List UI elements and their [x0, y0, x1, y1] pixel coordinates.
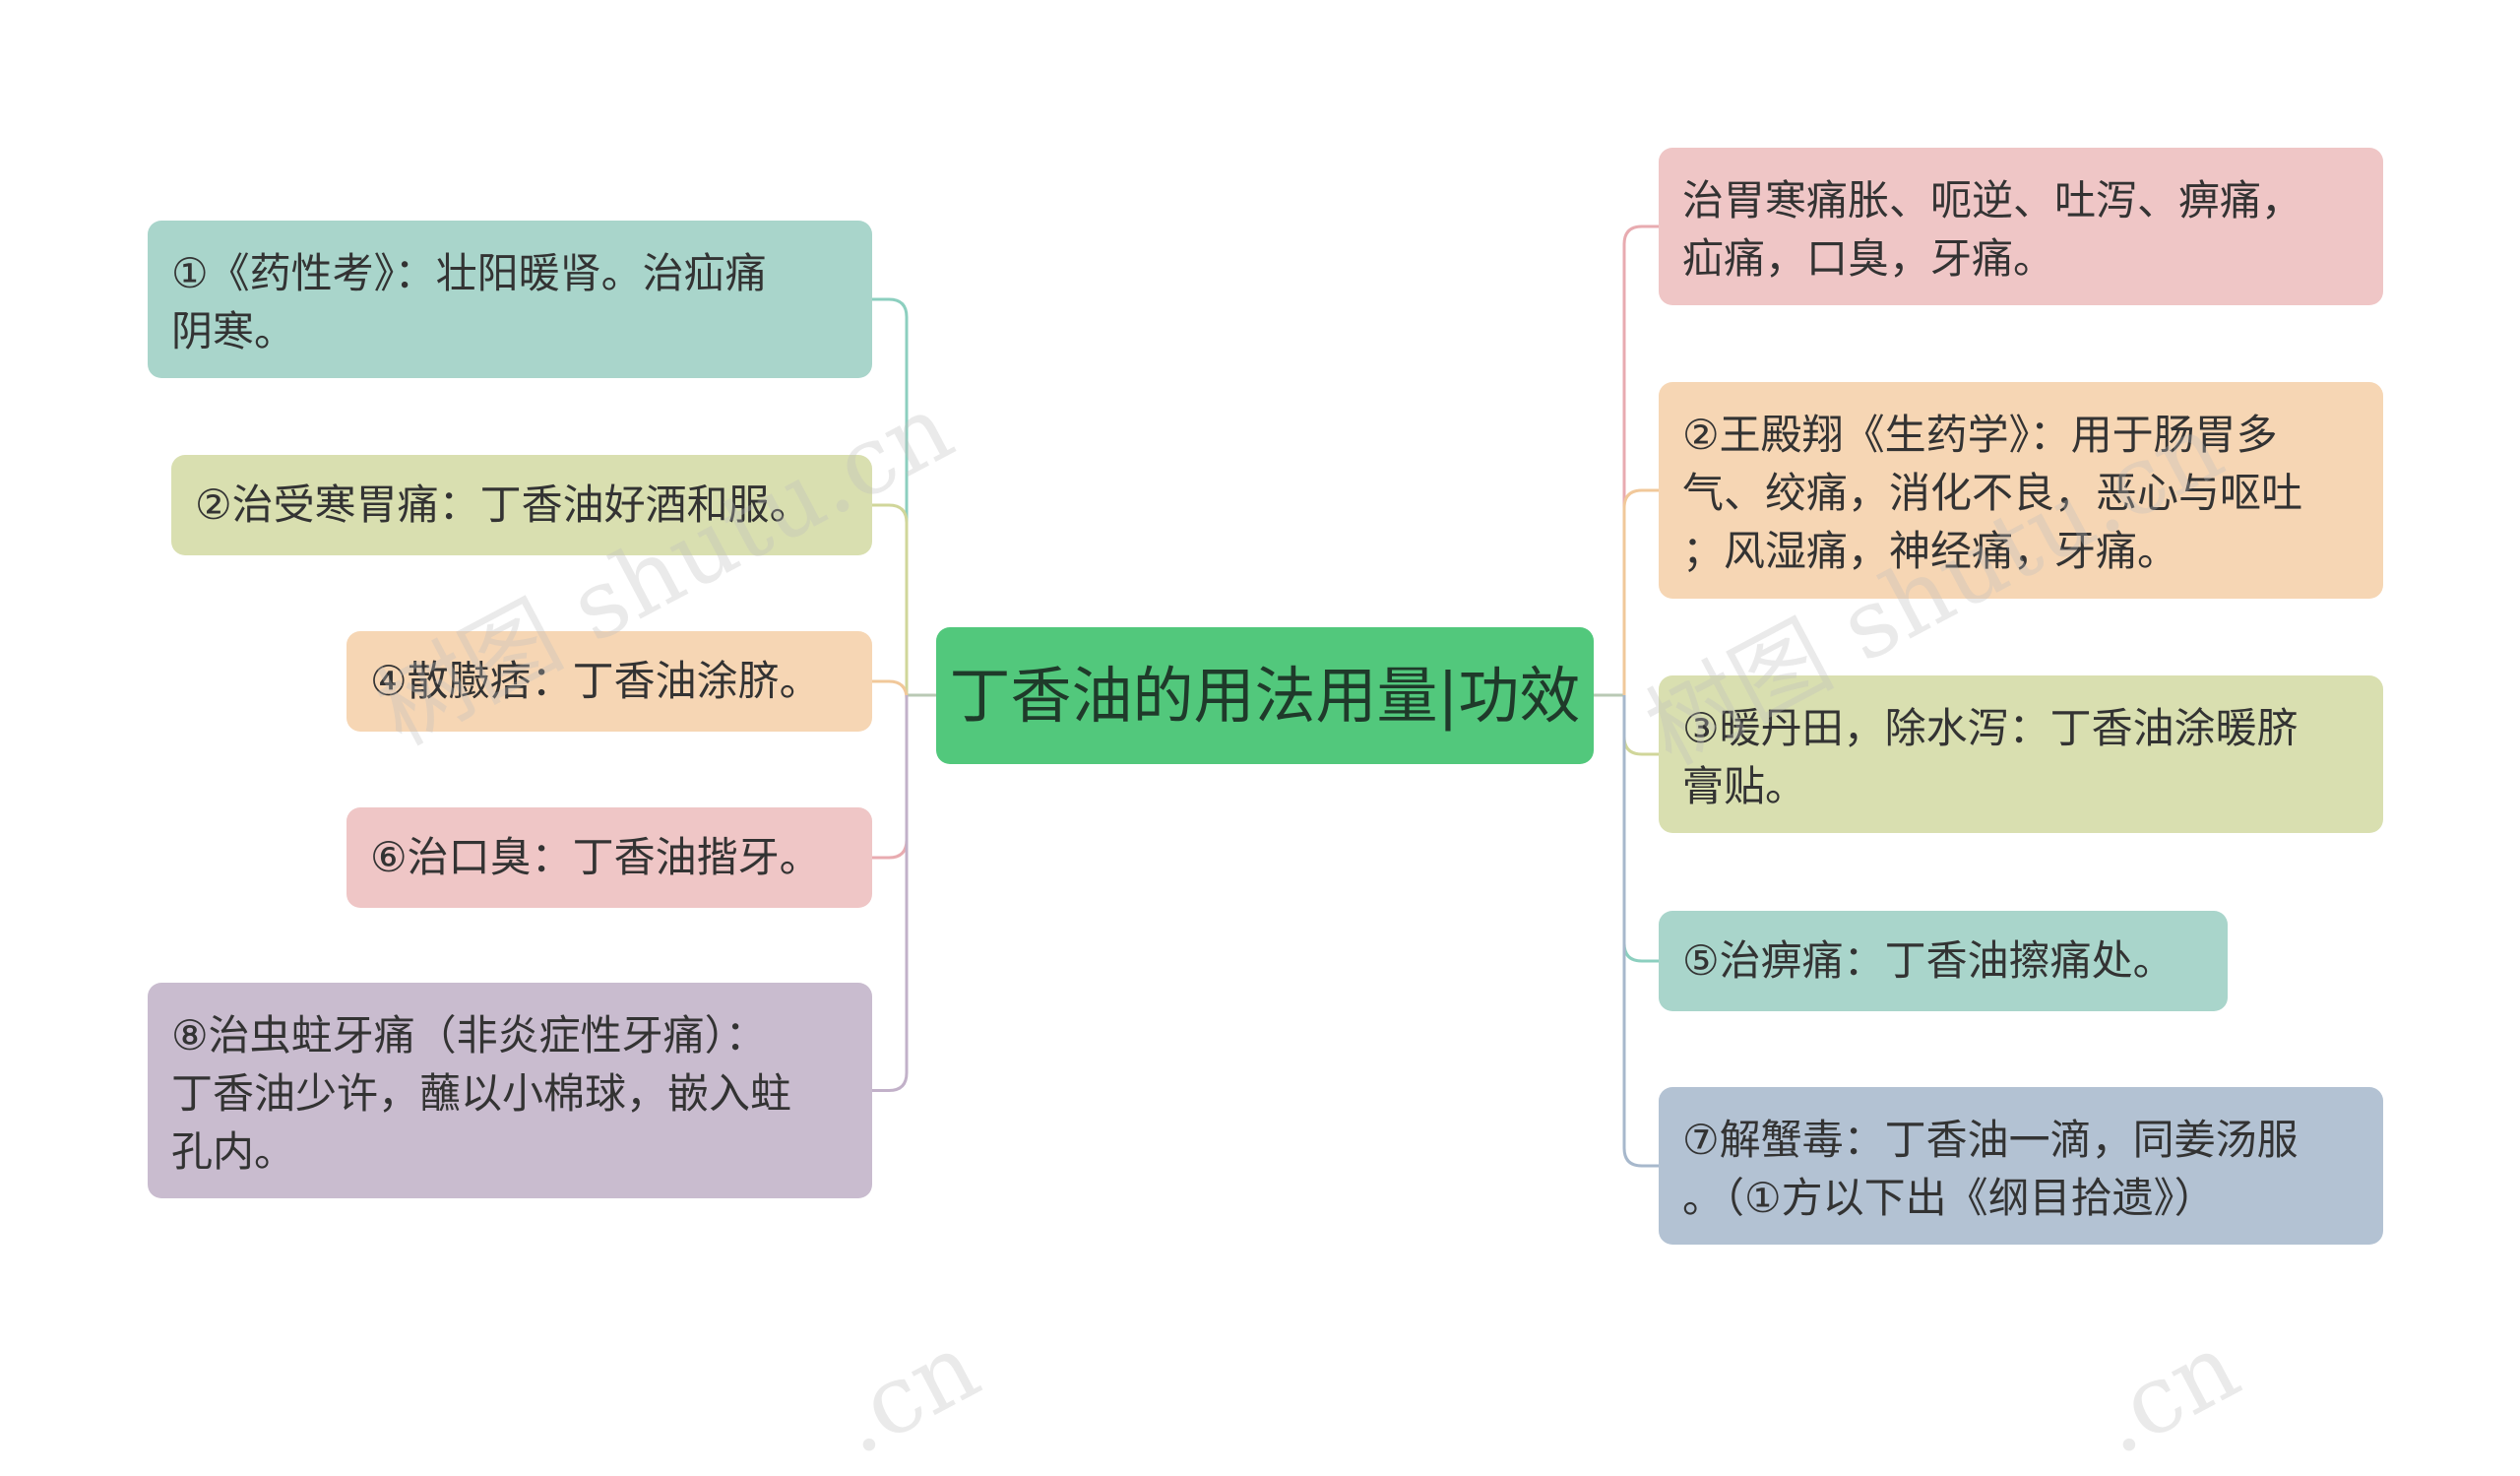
right-branch-node-4[interactable]: ⑤治痹痛：丁香油擦痛处。: [1659, 911, 2228, 1011]
right-branch-node-label: 治胃寒痛胀、呃逆、吐泻、痹痛， 疝痛，口臭，牙痛。: [1682, 176, 2303, 283]
central-topic-label: 丁香油的用法用量|功效: [949, 660, 1581, 732]
central-topic[interactable]: 丁香油的用法用量|功效: [936, 627, 1594, 764]
right-branch-node-1[interactable]: 治胃寒痛胀、呃逆、吐泻、痹痛， 疝痛，口臭，牙痛。: [1659, 148, 2383, 305]
right-branch-node-label: ②王殿翔《生药学》：用于肠胃多 气、绞痛，消化不良，恶心与呕吐 ；风湿痛，神经痛…: [1682, 411, 2303, 575]
left-branch-node-label: ②治受寒胃痛：丁香油好酒和服。: [195, 481, 811, 529]
right-connector-1: [1622, 225, 1659, 695]
left-branch-node-5[interactable]: ⑧治虫蛀牙痛（非炎症性牙痛）： 丁香油少许，蘸以小棉球，嵌入蛀 孔内。: [148, 983, 872, 1198]
right-branch-node-2[interactable]: ②王殿翔《生药学》：用于肠胃多 气、绞痛，消化不良，恶心与呕吐 ；风湿痛，神经痛…: [1659, 382, 2383, 599]
right-connector-4: [1622, 695, 1659, 963]
left-connector-1: [872, 297, 909, 695]
right-connector-3: [1622, 695, 1659, 756]
right-connector-2: [1622, 488, 1659, 695]
right-branch-node-label: ③暖丹田，除水泻：丁香油涂暖脐 膏贴。: [1682, 704, 2299, 810]
left-connector-4: [872, 695, 909, 860]
right-branch-node-label: ⑤治痹痛：丁香油擦痛处。: [1682, 936, 2174, 985]
right-branch-node-3[interactable]: ③暖丹田，除水泻：丁香油涂暖脐 膏贴。: [1659, 675, 2383, 833]
left-branch-node-label: ④散臌痞：丁香油涂脐。: [370, 657, 821, 705]
left-branch-node-label: ⑥治口臭：丁香油揩牙。: [370, 833, 821, 881]
left-connector-3: [872, 679, 909, 700]
left-branch-node-4[interactable]: ⑥治口臭：丁香油揩牙。: [346, 807, 872, 908]
left-branch-node-label: ①《药性考》：壮阳暖肾。治疝痛 阴寒。: [171, 249, 767, 355]
left-branch-node-3[interactable]: ④散臌痞：丁香油涂脐。: [346, 631, 872, 732]
left-branch-node-1[interactable]: ①《药性考》：壮阳暖肾。治疝痛 阴寒。: [148, 221, 872, 378]
right-branch-node-label: ⑦解蟹毒：丁香油一滴，同姜汤服 。（①方以下出《纲目拾遗》）: [1682, 1116, 2299, 1222]
left-connector-2: [872, 503, 909, 695]
right-branch-node-5[interactable]: ⑦解蟹毒：丁香油一滴，同姜汤服 。（①方以下出《纲目拾遗》）: [1659, 1087, 2383, 1245]
left-branch-node-2[interactable]: ②治受寒胃痛：丁香油好酒和服。: [171, 455, 872, 555]
right-connector-5: [1622, 695, 1659, 1168]
left-branch-node-label: ⑧治虫蛀牙痛（非炎症性牙痛）： 丁香油少许，蘸以小棉球，嵌入蛀 孔内。: [171, 1011, 792, 1176]
connector-lines: [872, 225, 1659, 1168]
left-connector-5: [872, 695, 909, 1092]
